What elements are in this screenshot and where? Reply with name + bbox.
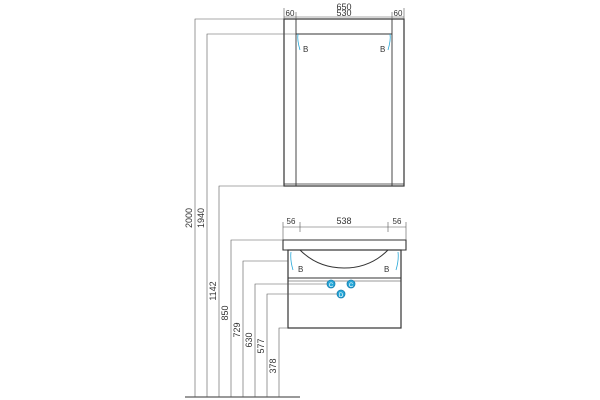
mirror-hinge-left-label: B [303, 45, 308, 54]
mirror-width-inner-label: 530 [336, 8, 351, 18]
height-729-label: 729 [232, 322, 242, 337]
mirror-width-dimension [283, 8, 405, 19]
dim-line-2000 [194, 18, 284, 397]
height-850-label: 850 [220, 305, 230, 320]
vanity-side-left-label: 56 [287, 217, 296, 226]
vanity-hinge-arc-right [395, 251, 399, 271]
mirror-outer-frame [283, 18, 405, 187]
vanity-side-right-label: 56 [393, 217, 402, 226]
height-dimensions [194, 18, 337, 397]
vanity-hinge-left-label: B [298, 265, 303, 274]
vanity-width-dimension [282, 222, 407, 240]
height-2000-label: 2000 [184, 208, 194, 228]
dim-line-378 [278, 327, 288, 397]
vanity-width-inner-label: 538 [336, 216, 351, 226]
hot-water-label: C [349, 283, 354, 289]
mirror-hinge-arc-right [387, 33, 391, 51]
mirror-cabinet [283, 18, 405, 187]
height-378-label: 378 [268, 358, 278, 373]
vanity-hinge-right-label: B [384, 265, 389, 274]
cold-water-label: C [329, 283, 334, 289]
dim-line-850 [230, 239, 283, 397]
dim-line-1940 [206, 33, 296, 397]
connection-points [326, 279, 356, 299]
height-1940-label: 1940 [196, 208, 206, 228]
dim-line-729 [242, 260, 288, 397]
height-577-label: 577 [256, 338, 266, 353]
height-630-label: 630 [244, 332, 254, 347]
drain-label: D [339, 293, 344, 299]
vanity-hinge-arc-left [290, 251, 294, 271]
mirror-hinge-right-label: B [380, 45, 385, 54]
dim-line-577 [266, 293, 337, 397]
mirror-side-left-label: 60 [286, 9, 295, 18]
mirror-hinge-arc-left [297, 33, 301, 51]
hot-water-connection-icon [346, 279, 356, 289]
sink-bowl [299, 249, 389, 269]
height-1142-label: 1142 [208, 281, 218, 300]
dim-line-1142 [218, 185, 284, 397]
vanity-unit [282, 239, 407, 329]
mirror-width-total-label: 650 [336, 2, 351, 12]
mirror-side-right-label: 60 [394, 9, 403, 18]
vanity-cabinet-body [287, 249, 402, 329]
sink-top [282, 239, 407, 251]
dim-line-630 [254, 283, 327, 397]
